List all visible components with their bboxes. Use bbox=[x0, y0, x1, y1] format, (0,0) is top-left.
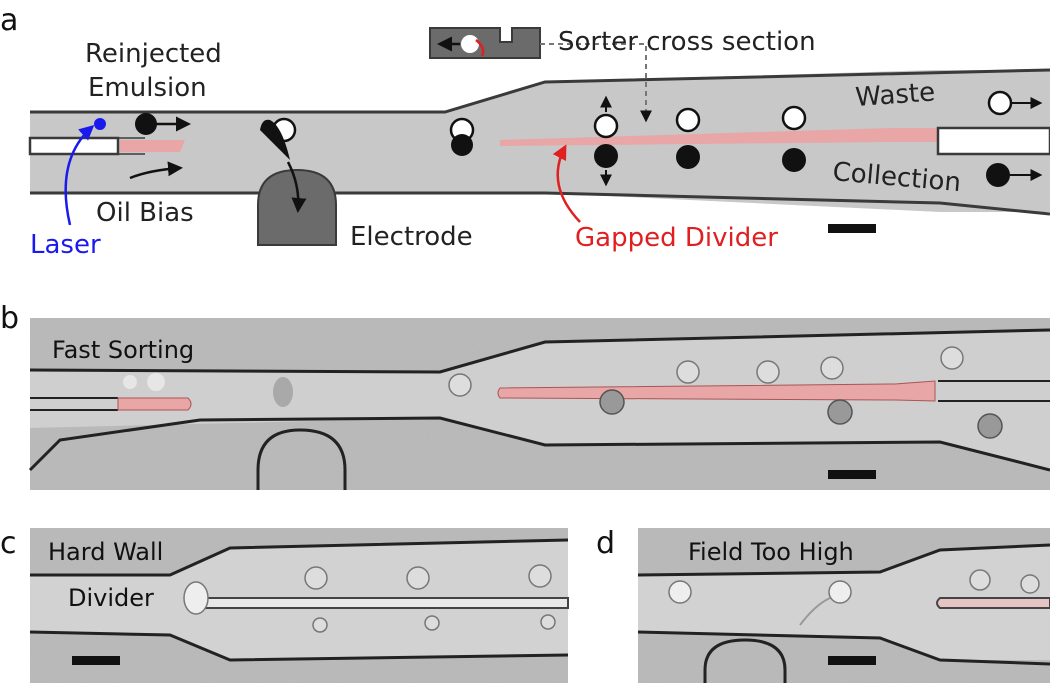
label-emulsion: Emulsion bbox=[88, 73, 207, 103]
inlet-b bbox=[30, 397, 118, 411]
panel-a-letter: a bbox=[0, 3, 18, 38]
droplet-d-4 bbox=[1020, 574, 1040, 594]
label-gapped-divider: Gapped Divider bbox=[575, 223, 778, 253]
inlet-wall bbox=[28, 136, 120, 156]
channel-a-top-wall bbox=[30, 68, 1050, 114]
droplet-collect-2 bbox=[782, 148, 806, 172]
laser-dot bbox=[94, 118, 106, 130]
channel-d-top-wall bbox=[637, 543, 1050, 577]
droplet-b-9 bbox=[977, 413, 1003, 439]
droplet-c-7 bbox=[540, 614, 556, 630]
divider-d bbox=[936, 597, 1050, 609]
droplet-mid-black bbox=[451, 134, 473, 156]
cross-section-pointer bbox=[540, 43, 652, 123]
panel-d: d Field Too High bbox=[596, 526, 1050, 683]
channel-b-bottom-wall bbox=[28, 416, 1050, 472]
droplet-c-2 bbox=[304, 566, 328, 590]
droplet-waste-out bbox=[987, 90, 1013, 116]
panel-c: c Hard Wall Divider bbox=[0, 526, 569, 683]
droplet-c-1 bbox=[183, 581, 209, 615]
panel-c-letter: c bbox=[0, 526, 17, 561]
droplet-deflecting bbox=[260, 119, 290, 160]
scale-bar-b bbox=[828, 470, 876, 479]
gapped-divider-arrow bbox=[552, 144, 581, 223]
droplet-d-3 bbox=[969, 569, 991, 591]
deflection-arrow bbox=[286, 161, 307, 213]
panel-a: a bbox=[0, 3, 1050, 260]
label-sorter-cross-section: Sorter cross section bbox=[558, 27, 816, 57]
outlet-divider-wall bbox=[936, 126, 1050, 156]
outlet-divider-b bbox=[938, 380, 1050, 402]
droplet-b-2 bbox=[448, 373, 472, 397]
droplet-waste-2 bbox=[781, 105, 807, 131]
droplet-collect-1 bbox=[676, 145, 700, 169]
droplet-b-7 bbox=[827, 399, 853, 425]
droplet-waste-1 bbox=[675, 107, 701, 133]
droplet-b-8 bbox=[940, 346, 964, 370]
label-divider: Divider bbox=[68, 584, 154, 612]
channel-b bbox=[30, 330, 1050, 470]
droplet-b-1 bbox=[273, 377, 293, 407]
panel-b-letter: b bbox=[0, 301, 19, 336]
inlet-divider-b bbox=[117, 397, 192, 411]
droplet-b-4 bbox=[676, 360, 700, 384]
scale-bar-c bbox=[72, 656, 120, 665]
oil-bias-arrow bbox=[129, 161, 183, 180]
laser-arrow bbox=[64, 125, 95, 226]
label-oil-bias: Oil Bias bbox=[96, 198, 194, 228]
channel-c-top-wall bbox=[30, 538, 569, 577]
label-waste: Waste bbox=[854, 77, 936, 112]
droplet-c-5 bbox=[312, 617, 328, 633]
label-reinjected: Reinjected bbox=[85, 39, 222, 69]
scale-bar-a bbox=[828, 224, 876, 233]
droplet-collect-out bbox=[986, 163, 1010, 187]
scale-bar-d bbox=[828, 656, 876, 665]
panel-b: b Fast Sorting bbox=[0, 301, 1050, 490]
droplet-c-4 bbox=[528, 564, 552, 588]
channel-d-bottom-wall bbox=[637, 630, 1050, 666]
droplet-sort-black bbox=[594, 144, 618, 168]
label-electrode: Electrode bbox=[350, 222, 473, 252]
electrode-d bbox=[703, 638, 787, 683]
cross-section-inset bbox=[429, 27, 541, 59]
droplet-b-6 bbox=[820, 356, 844, 380]
panel-d-letter: d bbox=[596, 526, 615, 561]
droplet-b-5 bbox=[756, 360, 780, 384]
droplet-d-2 bbox=[828, 580, 852, 604]
droplet-c-6 bbox=[424, 615, 440, 631]
inlet-lip bbox=[118, 137, 145, 155]
droplet-sort-white bbox=[593, 113, 619, 139]
droplet-b-10 bbox=[123, 375, 137, 389]
droplet-d-1 bbox=[668, 580, 692, 604]
droplet-b-3 bbox=[599, 389, 625, 415]
hard-wall-divider bbox=[190, 597, 569, 609]
inlet-pink-zone bbox=[120, 140, 185, 152]
label-hard-wall: Hard Wall bbox=[48, 538, 163, 566]
channel-c-bottom-wall bbox=[29, 630, 569, 662]
label-fast-sorting: Fast Sorting bbox=[52, 336, 194, 364]
electrode-b bbox=[256, 428, 347, 490]
label-laser: Laser bbox=[30, 230, 101, 260]
droplet-d-streak bbox=[799, 597, 831, 626]
droplet-c-3 bbox=[406, 566, 430, 590]
channel-b-top-wall bbox=[29, 328, 1050, 374]
gapped-divider-shape bbox=[500, 128, 940, 146]
droplet-reinjected bbox=[135, 113, 157, 135]
droplet-b-11 bbox=[147, 373, 165, 391]
label-field-too-high: Field Too High bbox=[688, 538, 854, 566]
